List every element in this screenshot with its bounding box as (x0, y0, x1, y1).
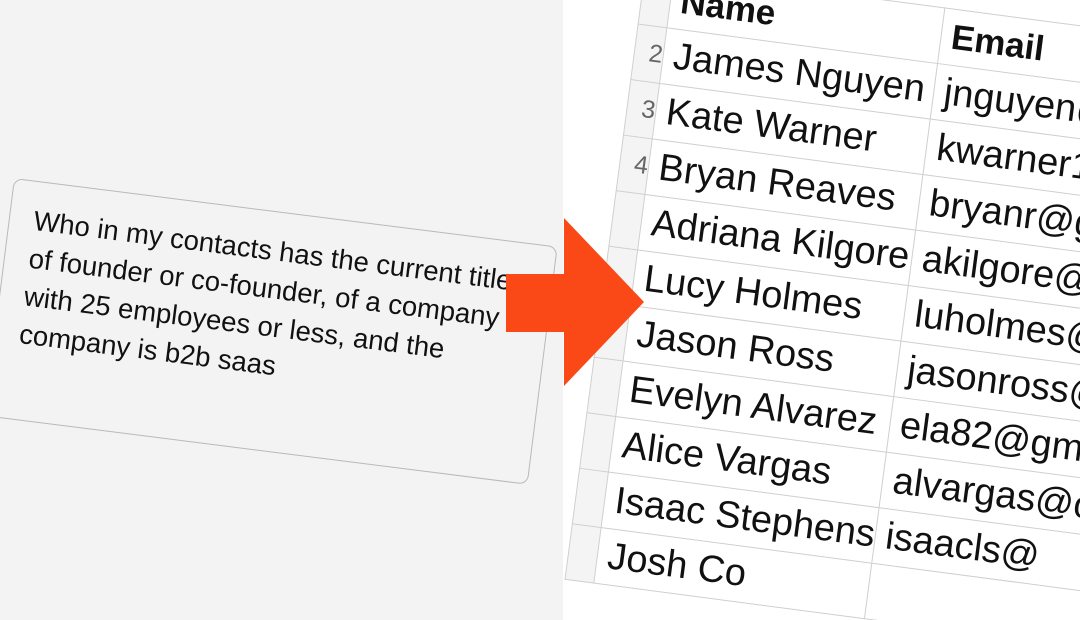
arrow-shape (506, 218, 644, 386)
right-arrow-icon (506, 218, 644, 386)
prompt-text: Who in my contacts has the current title… (17, 204, 514, 382)
prompt-card: Who in my contacts has the current title… (0, 178, 558, 485)
prompt-panel: Who in my contacts has the current title… (0, 0, 563, 620)
